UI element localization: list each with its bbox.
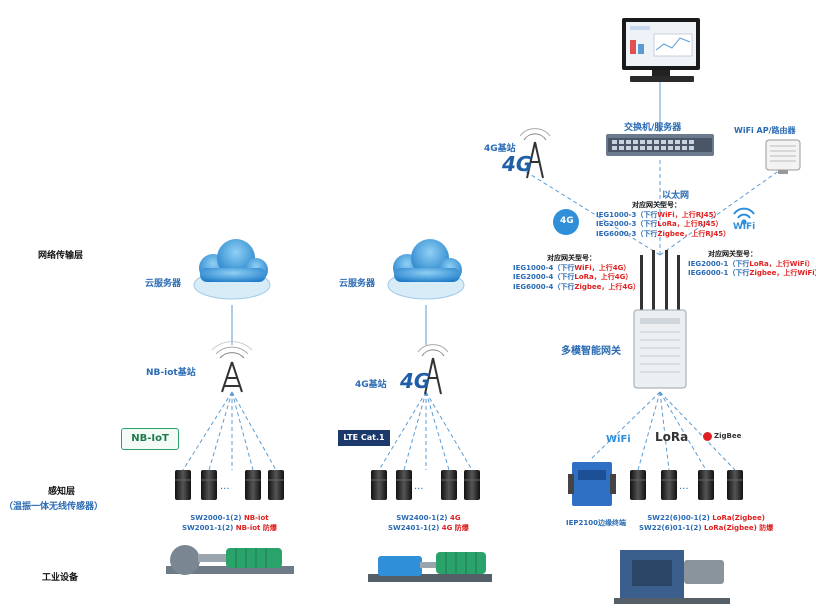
tower-4g-icon-mid xyxy=(417,344,449,395)
gw-group-right: 对应网关型号： IEG2000-1（下行LoRa，上行WiFi） IEG6000… xyxy=(688,250,816,279)
zigbee-icon xyxy=(703,432,712,441)
solid-lines xyxy=(231,80,661,345)
ethernet-label: 以太网 xyxy=(662,191,690,201)
gw-right-line-2: IEG6000-1（下行Zigbee，上行WiFi） xyxy=(688,269,816,277)
gw-top-line-1: IEG1000-3（下行WiFi，上行RJ45） xyxy=(596,210,721,219)
network-layer-label: 网络传输层 xyxy=(38,251,84,261)
wifi-top-text: WiFi xyxy=(733,222,756,232)
sensors-col2 xyxy=(371,470,480,500)
edge-terminal-label: IEP2100边缘终端 xyxy=(566,519,626,527)
sensor-col1-line-2: SW2001-1(2) NB-iot 防爆 xyxy=(182,523,277,532)
wifi-symbol-icon xyxy=(733,207,755,225)
sensor-dots-2: ··· xyxy=(414,484,424,495)
sensor-labels-col3: SW22(6)00-1(2) LoRa(Zigbee) SW22(6)01-1(… xyxy=(639,514,773,533)
cloud-server-icon-1 xyxy=(193,239,271,300)
edge-terminal-icon xyxy=(568,462,616,506)
industrial-layer-label: 工业设备 xyxy=(42,573,79,583)
sensing-layer-sublabel: （温振一体无线传感器） xyxy=(4,502,104,512)
sensors-col1 xyxy=(175,470,284,500)
monitor-icon xyxy=(622,18,700,82)
nbiot-logo: NB-IoT xyxy=(121,428,179,450)
sensor-dots-3: ··· xyxy=(679,484,689,495)
fan-motor-3 xyxy=(614,550,730,604)
tower-4g-icon-top xyxy=(519,128,551,179)
gw-top-line-3: IEG6000-3（下行Zigbee，上行RJ45） xyxy=(596,229,731,238)
switch-label: 交换机/服务器 xyxy=(624,123,682,133)
nbiot-station-label: NB-iot基站 xyxy=(146,368,196,378)
gw-right-line-1: IEG2000-1（下行LoRa，上行WiFi） xyxy=(688,259,815,268)
big-4g-top: 4G xyxy=(502,152,533,176)
sensor-labels-col1: SW2000-1(2) NB-iot SW2001-1(2) NB-iot 防爆 xyxy=(182,514,277,533)
gw-left-line-3: IEG6000-4（下行Zigbee，上行4G） xyxy=(513,282,641,291)
pump-motor-1 xyxy=(166,545,294,575)
gateway-label: 多模智能网关 xyxy=(561,346,621,357)
gw-left-line-1: IEG1000-4（下行WiFi，上行4G） xyxy=(513,263,631,272)
big-4g-mid: 4G xyxy=(400,369,431,393)
station-4g-top-label: 4G基站 xyxy=(484,144,516,154)
gw-group-top: 对应网关型号： IEG1000-3（下行WiFi，上行RJ45） IEG2000… xyxy=(596,201,730,239)
connection-lines xyxy=(182,160,781,471)
wifi-ap-label: WiFi AP/路由器 xyxy=(734,126,796,135)
gw-left-title: 对应网关型号： xyxy=(547,254,596,262)
wifi-bottom-logo: WiFi xyxy=(606,434,631,445)
lte-cat1-logo: LTE Cat.1 xyxy=(338,430,390,446)
cloud-server-label-2: 云服务器 xyxy=(339,279,376,289)
cloud-server-label-1: 云服务器 xyxy=(145,279,182,289)
sensor-dots-1: ··· xyxy=(220,484,230,495)
station-4g-mid-label: 4G基站 xyxy=(355,380,387,390)
sensor-col2-line-1: SW2400-1(2) 4G xyxy=(396,514,461,522)
sensing-layer-label: 感知层 xyxy=(48,487,76,497)
gw-top-line-2: IEG2000-3（下行LoRa，上行RJ45） xyxy=(596,220,723,228)
sensor-labels-col2: SW2400-1(2) 4G SW2401-1(2) 4G 防爆 xyxy=(388,514,469,533)
wifi-ap-icon xyxy=(765,139,801,174)
nbiot-tower-icon xyxy=(211,341,253,393)
switch-icon xyxy=(606,134,714,156)
badge-4g-text: 4G xyxy=(560,216,574,226)
gateway-device-icon xyxy=(633,250,687,389)
sensors-col3 xyxy=(630,470,743,500)
badge-4g-icon xyxy=(553,209,579,235)
lora-logo: LoRa xyxy=(655,430,689,444)
gw-group-left: 对应网关型号： IEG1000-4（下行WiFi，上行4G） IEG2000-4… xyxy=(513,254,640,292)
sensor-col3-line-2: SW22(6)01-1(2) LoRa(Zigbee) 防爆 xyxy=(639,523,774,532)
zigbee-logo: ZigBee xyxy=(714,432,742,440)
sensor-col2-line-2: SW2401-1(2) 4G 防爆 xyxy=(388,523,469,532)
cloud-server-icon-2 xyxy=(387,239,465,300)
sensor-col1-line-1: SW2000-1(2) NB-iot xyxy=(190,514,269,522)
sensor-col3-line-1: SW22(6)00-1(2) LoRa(Zigbee) xyxy=(647,514,765,522)
pump-motor-2 xyxy=(368,552,492,582)
gw-left-line-2: IEG2000-4（下行LoRa，上行4G） xyxy=(513,273,633,281)
gw-top-title: 对应网关型号： xyxy=(632,201,681,209)
gw-right-title: 对应网关型号： xyxy=(708,250,757,258)
